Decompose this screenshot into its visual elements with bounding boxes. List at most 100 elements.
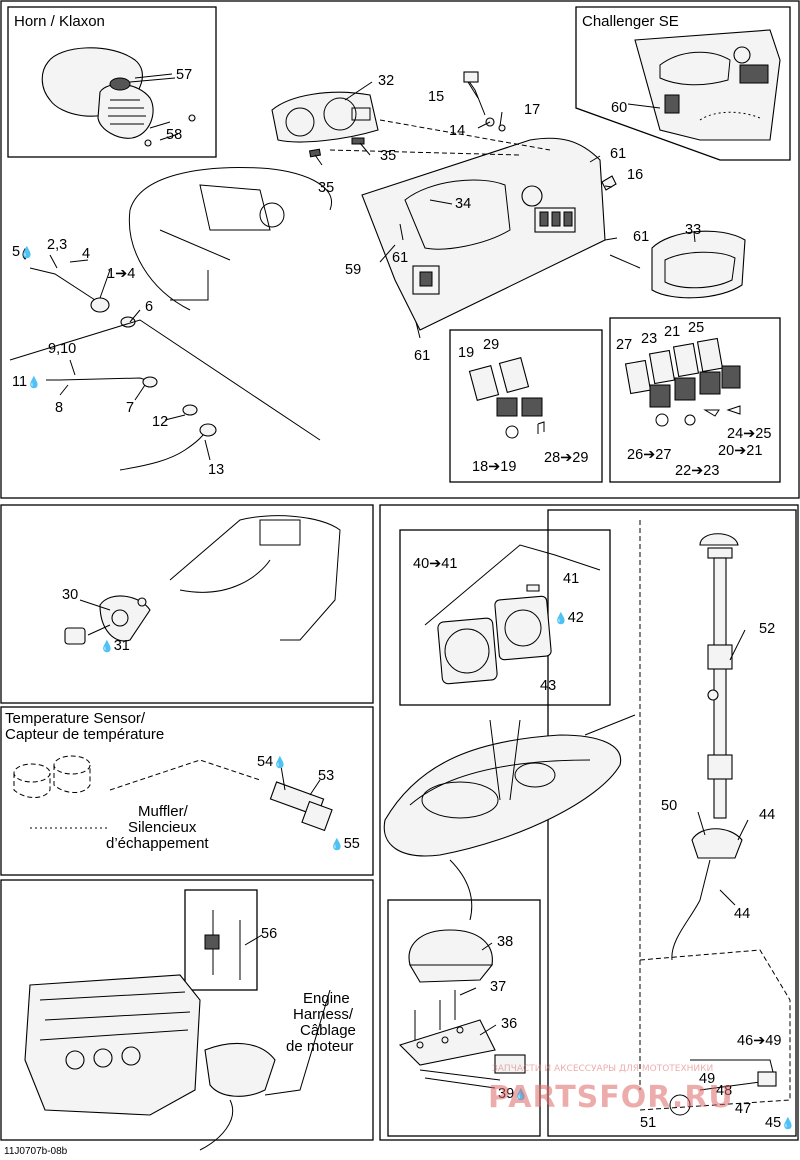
callout-11-number: 11 (12, 374, 28, 390)
callout-59: 59 (345, 262, 362, 278)
boat-hull-top-illustration (9, 167, 333, 471)
callout-57: 57 (176, 67, 193, 83)
callout-25: 25 (688, 320, 705, 336)
temp-sensor-title: Temperature Sensor/ (5, 710, 146, 727)
callout-34: 34 (455, 196, 472, 212)
callout-50: 50 (661, 798, 678, 814)
pole-light-illustration (639, 520, 791, 1116)
callout-39: 39💧 (498, 1086, 528, 1103)
callout-1-4: 1➔4 (107, 266, 136, 282)
callout-40-41: 40➔41 (413, 556, 458, 572)
muffler-label: Muffler/ (138, 803, 188, 820)
callout-9-10: 9,10 (48, 341, 77, 357)
callout-30: 30 (62, 587, 79, 603)
gauge-illustration (424, 544, 601, 685)
switch-parts-illustration (468, 337, 741, 439)
callout-4: 4 (82, 246, 91, 262)
callout-42: 💧42 (554, 610, 584, 627)
callout-56: 56 (261, 926, 278, 942)
callout-32: 32 (378, 73, 395, 89)
callout-55: 💧55 (330, 836, 360, 853)
watermark-logo: PARTSFOR.RU (488, 1080, 734, 1115)
callout-16: 16 (627, 167, 644, 183)
challenger-console-illustration (634, 29, 781, 141)
drop-icon: 💧 (554, 613, 568, 625)
callout-45: 45💧 (765, 1115, 795, 1132)
horn-inset-frame (7, 6, 217, 158)
leader-lines (46, 73, 749, 1036)
callout-61-top: 61 (610, 146, 627, 162)
watermark-small: ЗАПЧАСТИ И АКСЕССУАРЫ ДЛЯ МОТОТЕХНИКИ (492, 1064, 714, 1074)
drop-icon: 💧 (514, 1089, 528, 1101)
top-panel-frame (0, 0, 800, 499)
pole-light-inset-frame (547, 509, 797, 1137)
temp-sensor-title-fr: Capteur de température (5, 726, 165, 743)
callout-15: 15 (428, 89, 445, 105)
callout-8: 8 (55, 400, 64, 416)
callout-14: 14 (449, 123, 466, 139)
horn-illustration (41, 47, 196, 147)
drop-icon: 💧 (330, 839, 344, 851)
callout-7: 7 (126, 400, 135, 416)
harness-label: Harness/ (293, 1006, 354, 1023)
callout-36: 36 (501, 1016, 518, 1032)
temp-sensor-illustration (13, 755, 333, 832)
callout-23: 23 (641, 331, 658, 347)
horn-title: Horn / Klaxon (14, 13, 105, 30)
callout-37: 37 (490, 979, 507, 995)
engine-harness-panel-frame (0, 879, 374, 1141)
challenger-inset-frame (575, 6, 791, 161)
temp-sensor-panel-frame (0, 706, 374, 876)
muffler-label-fr: Silencieux (128, 819, 197, 836)
callout-46-49: 46➔49 (737, 1033, 782, 1049)
callout-5-number: 5 (12, 244, 21, 260)
callout-58: 58 (166, 127, 183, 143)
callout-27: 27 (616, 337, 633, 353)
callout-49: 49 (699, 1071, 716, 1087)
socket-illustration (64, 515, 341, 645)
callout-19: 19 (458, 345, 475, 361)
callout-28-29: 28➔29 (544, 450, 589, 466)
lamp-switch-inset (609, 317, 781, 483)
cablage-label: Câblage (300, 1022, 356, 1039)
callout-61-left: 61 (392, 250, 409, 266)
gauge-cluster-illustration (271, 91, 379, 158)
callout-39-number: 39 (498, 1086, 515, 1102)
callout-5: 5💧 (12, 244, 34, 261)
callout-52: 52 (759, 621, 776, 637)
engine-label: Engine (303, 990, 350, 1007)
callout-61-right: 61 (633, 229, 650, 245)
callout-17: 17 (524, 102, 541, 118)
callout-54: 54💧 (257, 754, 287, 771)
callout-53: 53 (318, 768, 335, 784)
nav-light-inset-frame (387, 899, 541, 1137)
callout-38: 38 (497, 934, 514, 950)
callout-29: 29 (483, 337, 500, 353)
callout-33: 33 (685, 222, 702, 238)
callout-61-bottom: 61 (414, 348, 431, 364)
callout-22-23: 22➔23 (675, 463, 720, 479)
callout-20-21: 20➔21 (718, 443, 763, 459)
callout-44-bottom: 44 (734, 906, 751, 922)
drop-icon: 💧 (20, 247, 34, 259)
callout-35-left: 35 (318, 180, 335, 196)
drop-icon: 💧 (27, 377, 41, 389)
callout-24-25: 24➔25 (727, 426, 772, 442)
callout-21: 21 (664, 324, 681, 340)
callout-26-27: 26➔27 (627, 447, 672, 463)
callout-2-3: 2,3 (47, 237, 68, 253)
callout-60: 60 (611, 100, 628, 116)
drop-icon: 💧 (781, 1118, 795, 1130)
diagram-code: 11J0707b-08b (4, 1146, 68, 1157)
drop-icon: 💧 (273, 757, 287, 769)
console-panel-illustration (329, 71, 746, 331)
callout-43: 43 (540, 678, 557, 694)
boat-hull-bottom-illustration (383, 714, 636, 921)
callout-35-right: 35 (380, 148, 397, 164)
callout-12: 12 (152, 414, 169, 430)
callout-6: 6 (145, 299, 154, 315)
callout-47: 47 (735, 1101, 752, 1117)
callout-11: 11💧 (12, 374, 41, 391)
callout-41: 41 (563, 571, 580, 587)
